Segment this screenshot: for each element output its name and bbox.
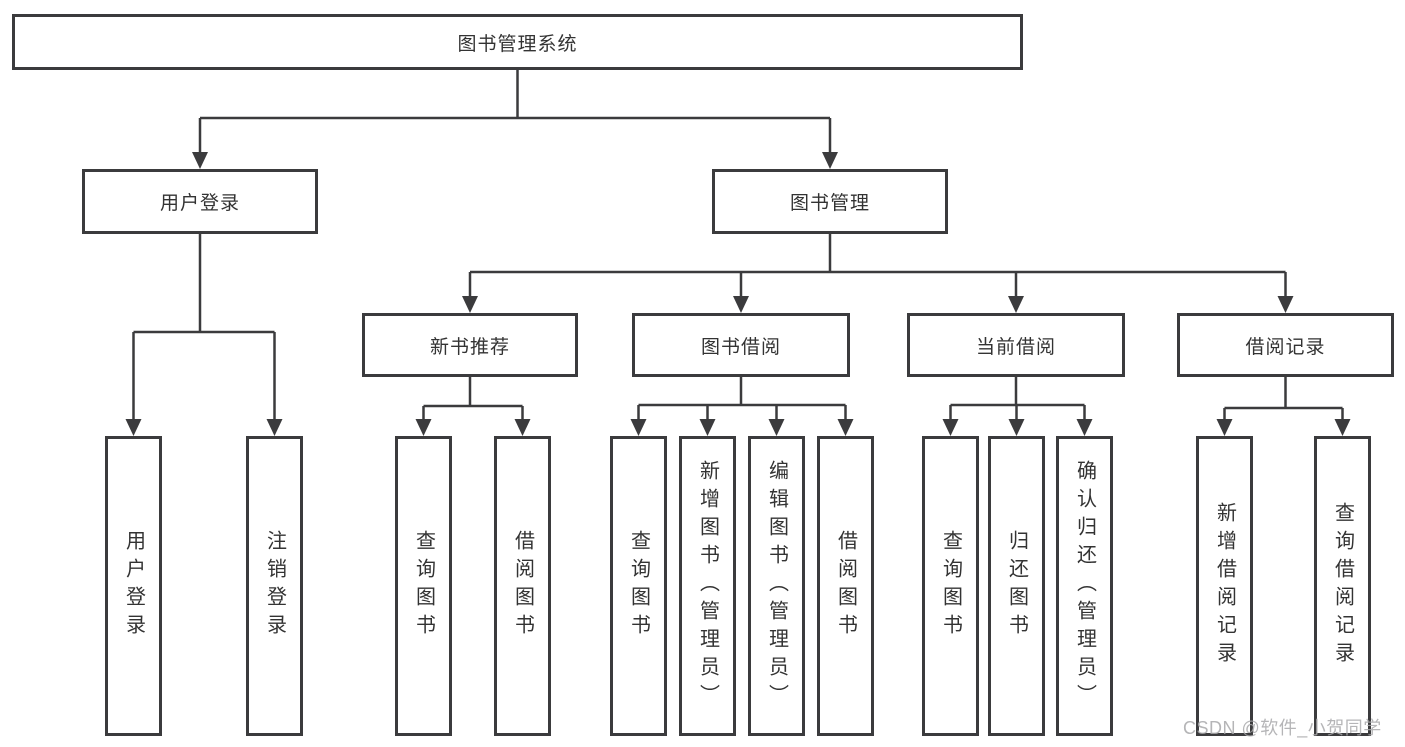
node-library-management-system: 图书管理系统	[12, 14, 1023, 70]
node-label: 确认归还（管理员）	[1073, 460, 1096, 712]
node-book-management: 图书管理	[712, 169, 948, 234]
leaf-query-book-current: 查询图书	[922, 436, 979, 736]
node-current-borrowing: 当前借阅	[907, 313, 1125, 377]
node-user-login: 用户登录	[82, 169, 318, 234]
node-label: 借阅图书	[834, 530, 857, 642]
leaf-confirm-return-admin: 确认归还（管理员）	[1056, 436, 1113, 736]
leaf-user-login: 用户登录	[105, 436, 162, 736]
tree-edges	[132, 70, 1344, 421]
csdn-watermark: CSDN @软件_小贺同学	[1183, 718, 1382, 738]
leaf-return-book: 归还图书	[988, 436, 1045, 736]
leaf-borrow-book: 借阅图书	[817, 436, 874, 736]
node-label: 用户登录	[159, 193, 240, 214]
leaf-add-borrow-record: 新增借阅记录	[1196, 436, 1253, 736]
node-new-book-recommendation: 新书推荐	[362, 313, 578, 377]
node-label: 新书推荐	[429, 336, 510, 358]
leaf-borrow-book-recommend: 借阅图书	[494, 436, 551, 736]
node-label: 新增图书（管理员）	[696, 460, 719, 712]
leaf-query-book-borrow: 查询图书	[610, 436, 667, 736]
node-label: 新增借阅记录	[1213, 502, 1236, 670]
node-label: 注销登录	[263, 530, 286, 642]
node-label: 查询借阅记录	[1331, 502, 1354, 670]
node-label: 查询图书	[939, 530, 962, 642]
node-label: 图书管理系统	[457, 33, 578, 55]
node-label: 归还图书	[1005, 530, 1028, 642]
leaf-logout: 注销登录	[246, 436, 303, 736]
node-label: 图书管理	[789, 193, 870, 214]
node-label: 编辑图书（管理员）	[765, 460, 788, 712]
node-label: 查询图书	[412, 530, 435, 642]
node-label: 借阅记录	[1245, 336, 1326, 358]
node-label: 借阅图书	[511, 530, 534, 642]
node-book-borrowing: 图书借阅	[632, 313, 850, 377]
node-label: 图书借阅	[700, 336, 781, 358]
leaf-query-borrow-record: 查询借阅记录	[1314, 436, 1371, 736]
node-label: 当前借阅	[975, 336, 1056, 358]
node-label: 查询图书	[627, 530, 650, 642]
leaf-query-book-recommend: 查询图书	[395, 436, 452, 736]
node-label: 用户登录	[122, 530, 145, 642]
node-borrowing-records: 借阅记录	[1177, 313, 1394, 377]
leaf-edit-book-admin: 编辑图书（管理员）	[748, 436, 805, 736]
arrowheads	[125, 152, 1351, 436]
leaf-add-book-admin: 新增图书（管理员）	[679, 436, 736, 736]
